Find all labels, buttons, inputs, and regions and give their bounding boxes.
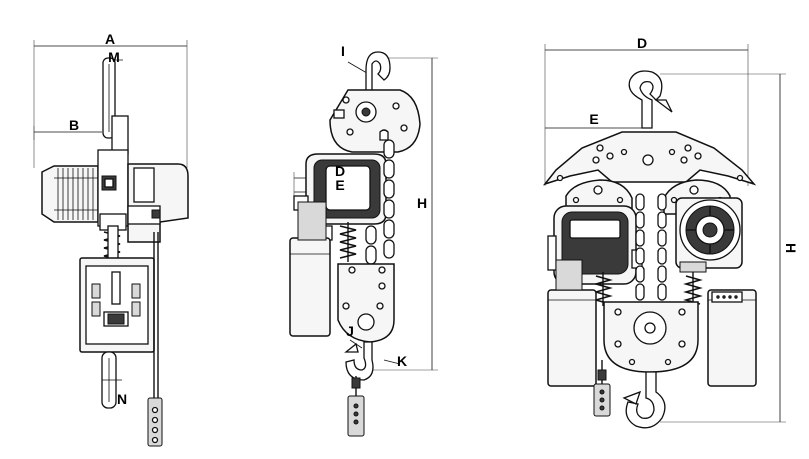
front-pendant (347, 376, 365, 437)
front-chain-bag (289, 201, 331, 337)
front-view: I D E H J K (289, 43, 438, 437)
dimension-h-front (370, 57, 438, 371)
label-d: D (335, 163, 345, 179)
double-view: 金得力 (542, 35, 799, 429)
double-load-chains (635, 193, 667, 301)
front-upper-frame (329, 89, 421, 153)
double-bottom-hook (622, 371, 666, 429)
double-chain-bags (547, 259, 757, 387)
double-pendant (593, 360, 611, 417)
label-m: M (108, 49, 120, 65)
dimension-a (33, 40, 188, 168)
front-load-chain (365, 139, 395, 265)
double-springs (593, 272, 703, 306)
side-chain-bag (79, 257, 155, 353)
label-k: K (397, 353, 407, 369)
dimension-h-double (660, 73, 786, 423)
side-bottom-hook (101, 351, 122, 409)
label-n: N (117, 391, 127, 407)
double-cross-beam (542, 131, 757, 186)
side-spring (99, 213, 127, 267)
dimension-d-double (544, 44, 749, 186)
label-i: I (341, 43, 345, 59)
side-top-hook (102, 57, 129, 155)
side-view: A M B N (33, 31, 189, 447)
label-a: A (105, 31, 115, 47)
label-e-double: E (589, 111, 598, 127)
side-gearbox (127, 163, 189, 243)
side-pendant (147, 232, 163, 447)
double-lower-block (603, 301, 699, 373)
front-control-panel (293, 153, 387, 225)
label-b: B (69, 117, 79, 133)
front-bottom-hook (344, 341, 374, 381)
brand-label: 金得力 (571, 221, 617, 239)
label-j: J (346, 323, 354, 339)
dimension-b (33, 126, 102, 140)
side-motor (41, 149, 129, 227)
label-e: E (335, 177, 344, 193)
leader-k (383, 359, 401, 365)
double-right-motor (675, 197, 743, 273)
motor-cooling-fins (54, 168, 98, 220)
label-h-double: H (783, 243, 799, 253)
label-h: H (417, 195, 427, 211)
label-d-double: D (637, 35, 647, 51)
double-top-hook (628, 70, 673, 129)
